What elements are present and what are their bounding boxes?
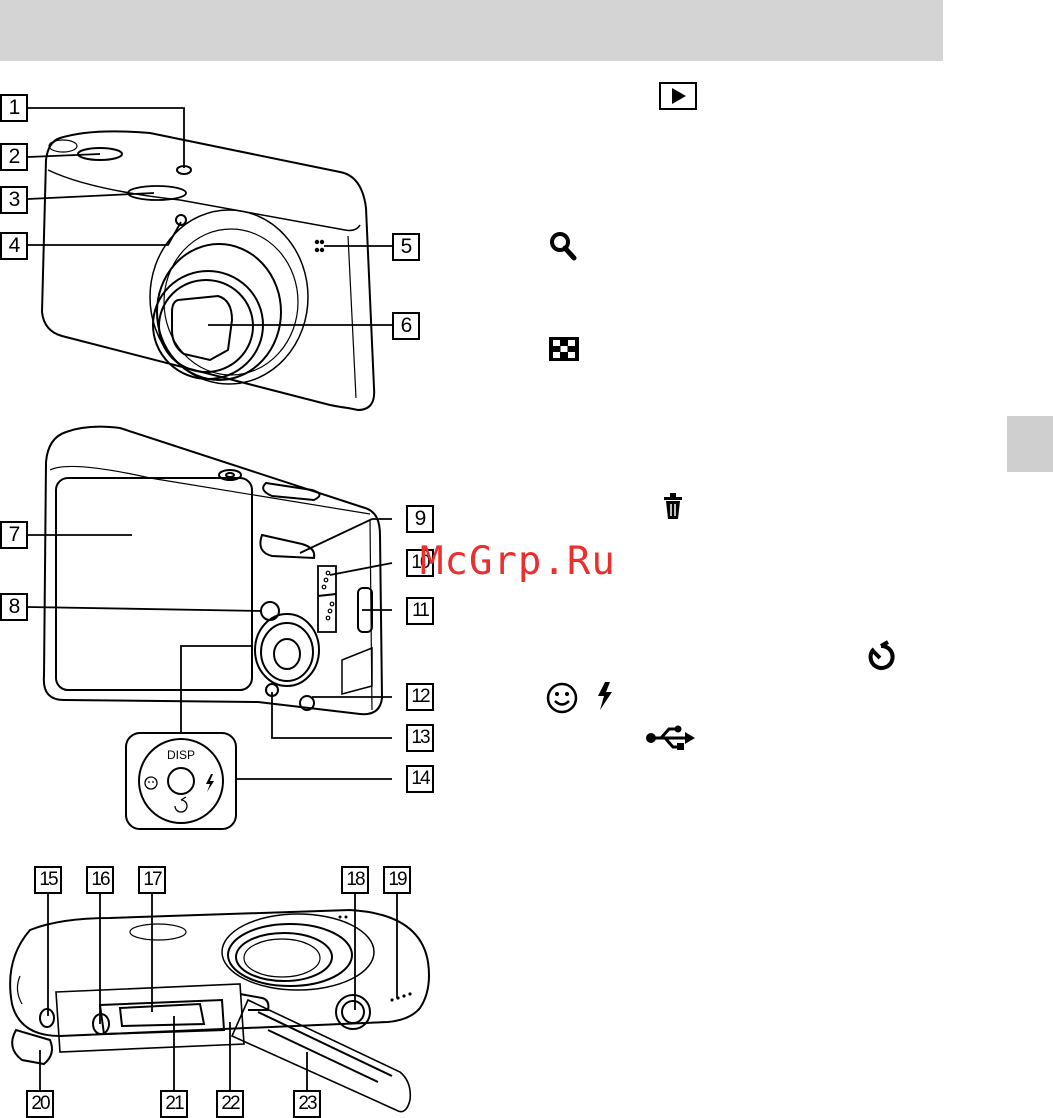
callout-5: 5 xyxy=(392,233,420,261)
callout-2: 2 xyxy=(0,143,28,171)
callout-22: 22 xyxy=(216,1090,244,1118)
zoom-icon xyxy=(549,231,577,261)
callout-3: 3 xyxy=(0,186,28,214)
callout-17: 17 xyxy=(138,866,166,894)
callout-12: 12 xyxy=(406,683,434,711)
callout-23: 23 xyxy=(293,1090,321,1118)
callout-18: 18 xyxy=(341,866,369,894)
camera-bottom-view xyxy=(0,870,440,1118)
camera-front-view xyxy=(0,60,440,430)
callout-15: 15 xyxy=(34,866,62,894)
self-timer-icon xyxy=(864,640,898,674)
callout-14: 14 xyxy=(406,765,434,793)
smile-icon xyxy=(545,681,579,715)
header-bar xyxy=(0,0,943,61)
control-pad-disp-label: DISP xyxy=(167,748,195,762)
callout-16: 16 xyxy=(86,866,114,894)
callout-13: 13 xyxy=(406,724,434,752)
camera-back-view: DISP xyxy=(0,420,440,840)
usb-icon xyxy=(645,724,697,752)
flash-icon xyxy=(596,681,614,711)
delete-icon xyxy=(661,492,685,520)
callout-20: 20 xyxy=(26,1090,54,1118)
section-tab xyxy=(1007,416,1053,472)
callout-8: 8 xyxy=(0,593,28,621)
callout-21: 21 xyxy=(160,1090,188,1118)
playback-icon xyxy=(659,82,697,110)
callout-19: 19 xyxy=(383,866,411,894)
callout-6: 6 xyxy=(392,312,420,340)
watermark-text: McGrp.Ru xyxy=(420,538,616,586)
callout-7: 7 xyxy=(0,521,28,549)
index-icon xyxy=(549,337,579,361)
callout-9: 9 xyxy=(406,505,434,533)
callout-1: 1 xyxy=(0,94,28,122)
callout-11: 11 xyxy=(406,597,434,625)
callout-4: 4 xyxy=(0,232,28,260)
